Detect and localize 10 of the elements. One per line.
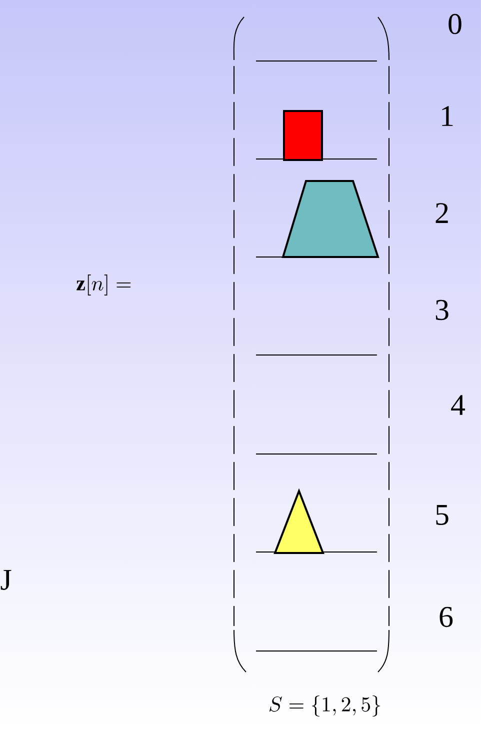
index-number: 1	[442, 106, 453, 126]
formula: $S = \{1, 2, 5\}$	[269, 696, 380, 716]
formula: $\mathbf{z}[n] =$	[76, 274, 131, 296]
index-number: 0	[448, 14, 462, 34]
index-number: 4	[451, 395, 466, 415]
index-number: 2	[436, 203, 448, 223]
index-number: 5	[436, 505, 448, 525]
text-fragment: J	[0, 570, 12, 590]
index-number: 3	[436, 300, 448, 320]
index-number: 6	[440, 606, 453, 628]
